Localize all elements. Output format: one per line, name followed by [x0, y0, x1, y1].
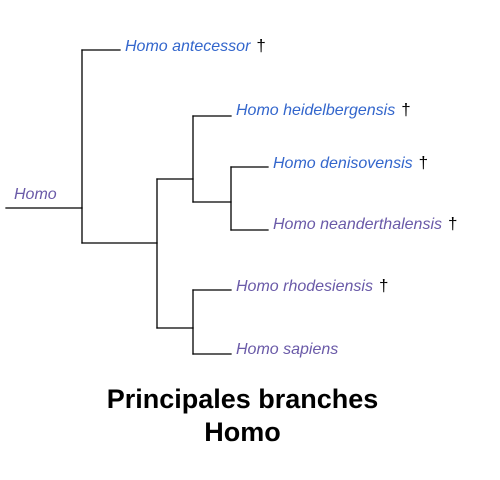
extinct-dagger-icon: †	[379, 276, 388, 295]
root-label-homo: Homo	[14, 186, 57, 203]
extinct-dagger-icon: †	[419, 153, 428, 172]
extinct-dagger-icon: †	[401, 100, 410, 119]
taxon-homo-heidelbergensis: Homo heidelbergensis †	[236, 100, 411, 119]
taxon-name: Homo rhodesiensis	[236, 278, 373, 295]
taxon-homo-neanderthalensis: Homo neanderthalensis †	[273, 214, 457, 233]
extinct-dagger-icon: †	[256, 36, 265, 55]
taxon-homo-sapiens: Homo sapiens	[236, 341, 338, 358]
figure-caption: Principales branches Homo	[0, 383, 485, 449]
tree-labels: Homo Homo antecessor † Homo heidelbergens…	[14, 36, 457, 358]
caption-line-1: Principales branches	[106, 384, 379, 414]
taxon-name: Homo denisovensis	[273, 155, 413, 172]
taxon-name: Homo sapiens	[236, 341, 338, 358]
caption-line-2: Homo	[204, 417, 281, 447]
taxon-homo-denisovensis: Homo denisovensis †	[273, 153, 428, 172]
extinct-dagger-icon: †	[448, 214, 457, 233]
taxon-homo-antecessor: Homo antecessor †	[125, 36, 266, 55]
tree-branches	[5, 49, 269, 355]
taxon-name: Homo antecessor	[125, 38, 251, 55]
taxon-homo-rhodesiensis: Homo rhodesiensis †	[236, 276, 388, 295]
taxon-name: Homo neanderthalensis	[273, 216, 442, 233]
taxon-name: Homo heidelbergensis	[236, 102, 395, 119]
cladogram-tree: Homo Homo antecessor † Homo heidelbergens…	[5, 36, 457, 358]
